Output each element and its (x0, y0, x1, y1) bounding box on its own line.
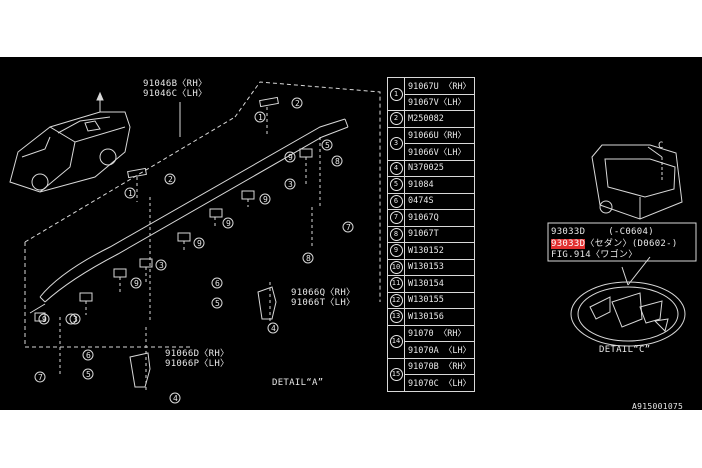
callout-8b: 8 (306, 254, 312, 263)
callout-1b: 1 (128, 189, 134, 198)
index-badge: 9 (389, 244, 403, 258)
diagram-canvas: 91046B〈RH〉 91046C〈LH〉 91066Q〈RH〉 91066T〈… (0, 57, 702, 410)
part-number: 0474S (403, 192, 476, 210)
part-number: W130154 (403, 275, 476, 293)
callout-5b: 5 (86, 370, 92, 379)
emblem-part-line3: FIG.914〈ワゴン〉 (551, 250, 638, 260)
index-badge: 11 (389, 277, 403, 291)
emblem-part-line1: 93033D (-C0604) (551, 227, 654, 237)
emblem-part-line2: 93033D〈セダン〉(D0602-) (551, 239, 678, 249)
index-badge: 12 (389, 293, 403, 307)
part-number: 91070 〈RH〉 (403, 324, 476, 342)
callout-9a: 9 (288, 153, 294, 162)
callout-3b: 3 (159, 261, 165, 270)
bracket-d-label: 91066D〈RH〉 (165, 349, 230, 359)
bracket-t-label: 91066T〈LH〉 (291, 298, 356, 308)
callout-9b: 9 (263, 195, 269, 204)
car-illustration (9, 91, 131, 193)
callout-3a: 3 (288, 180, 294, 189)
car-rear-illustration (591, 144, 683, 220)
part-number: W130152 (403, 242, 476, 260)
callout-9e: 9 (134, 279, 140, 288)
index-badge: 1 (389, 87, 403, 101)
part-number: 91084 (403, 176, 476, 194)
callout-9f: 9 (42, 315, 48, 324)
subaru-emblem (570, 256, 686, 347)
part-number: N370025 (403, 159, 476, 177)
callout-circles (34, 97, 354, 404)
bracket-d (129, 352, 151, 388)
callout-3c: 3 (73, 315, 79, 324)
index-badge: 3 (389, 137, 403, 150)
callout-2: 2 (295, 99, 301, 108)
index-badge: 13 (389, 310, 403, 324)
part-number: 91067U 〈RH〉 (403, 77, 476, 95)
page-code: A915001075 (632, 402, 684, 410)
index-badge: 15 (389, 368, 403, 381)
detail-a-caption: DETAIL“A” (272, 378, 324, 388)
leaders (59, 107, 321, 392)
part-number: 91067Q (403, 209, 476, 227)
part-number: 91070A 〈LH〉 (403, 341, 476, 359)
callout-5: 5 (325, 141, 331, 150)
part-number: M250082 (403, 110, 476, 128)
part-number: 91066U〈RH〉 (403, 126, 476, 144)
bracket-q-label: 91066Q〈RH〉 (291, 288, 356, 298)
callout-6a: 6 (215, 279, 221, 288)
index-badge: 8 (389, 227, 403, 241)
index-badge: 10 (389, 260, 403, 274)
bracket-p-label: 91066P〈LH〉 (165, 359, 230, 369)
callout-2b: 2 (168, 175, 174, 184)
index-badge: 2 (389, 112, 403, 126)
detail-c-callout: C (658, 141, 664, 151)
callout-4b: 4 (173, 394, 179, 403)
callout-8a: 8 (335, 157, 341, 166)
index-badge: 7 (389, 211, 403, 225)
part-number: W130153 (403, 258, 476, 276)
part-number: W130156 (403, 308, 476, 326)
highlighted-part-number[interactable]: 93033D (551, 239, 586, 249)
callout-9d: 9 (197, 239, 203, 248)
callout-4a: 4 (271, 324, 277, 333)
index-badge: 6 (389, 194, 403, 208)
part-number: W130155 (403, 291, 476, 309)
rail-rh-label: 91046B〈RH〉 (143, 79, 208, 89)
index-badge: 14 (389, 335, 403, 348)
detail-c-caption: DETAIL“C” (599, 345, 651, 355)
index-badge: 4 (389, 161, 403, 175)
index-badge: 5 (389, 178, 403, 192)
callout-9c: 9 (226, 219, 232, 228)
part-number: 91067V〈LH〉 (403, 93, 476, 111)
part-number: 91070B 〈RH〉 (403, 357, 476, 375)
callout-5a: 5 (215, 299, 221, 308)
rail-lh-label: 91046C〈LH〉 (143, 89, 208, 99)
callout-1: 1 (258, 113, 264, 122)
line-art (9, 81, 697, 404)
callout-7a: 7 (346, 223, 352, 232)
part-number: 91067T (403, 225, 476, 243)
roof-rail (29, 118, 349, 314)
callout-6b: 6 (86, 351, 92, 360)
callout-7b: 7 (38, 373, 44, 382)
bracket-q (257, 286, 277, 320)
part-number: 91070C 〈LH〉 (403, 374, 476, 392)
part-number: 91066V〈LH〉 (403, 143, 476, 161)
